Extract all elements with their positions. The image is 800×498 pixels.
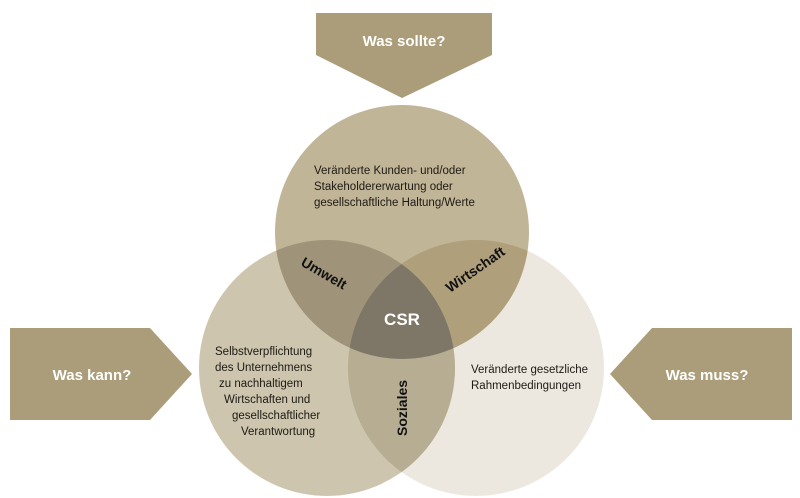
arrow-left-label: Was kann? xyxy=(53,367,132,384)
circle-left-text: Selbstverpflichtung des Unternehmens zu … xyxy=(215,346,323,438)
arrow-right-was-muss xyxy=(610,328,792,420)
arrow-right-label: Was muss? xyxy=(666,367,749,384)
arrow-top-label: Was sollte? xyxy=(363,33,446,50)
label-csr: CSR xyxy=(384,310,420,329)
circle-top-text: Veränderte Kunden- und/oder Stakeholdere… xyxy=(314,165,475,209)
circle-right-text: Veränderte gesetzliche Rahmenbedingungen xyxy=(471,364,591,392)
arrow-left-was-kann xyxy=(10,328,192,420)
overlap-csr xyxy=(348,240,455,359)
arrow-top-was-sollte xyxy=(316,13,492,98)
label-soziales: Soziales xyxy=(394,380,410,436)
